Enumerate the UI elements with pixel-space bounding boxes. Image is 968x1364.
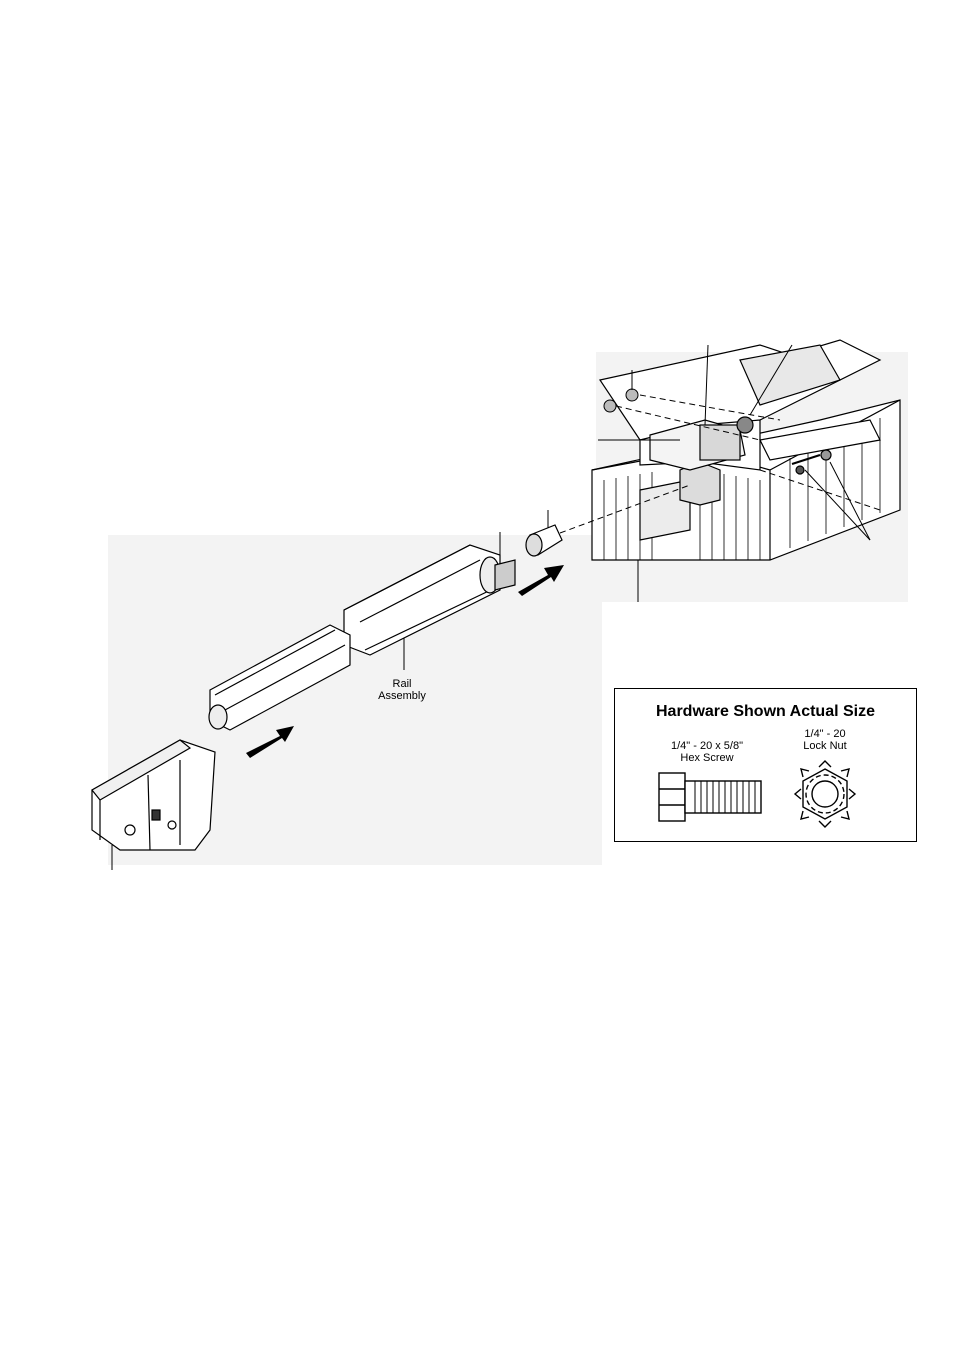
lock-nut-part-2 [604,400,616,412]
rail-assembly-label-line2: Assembly [372,690,432,702]
lock-nut-part-1 [626,389,638,401]
hardware-drawings [615,689,918,843]
rail-assembly-label: Rail Assembly [372,678,432,702]
rail-assembly-label-line1: Rail [372,678,432,690]
hex-screw-icon [659,773,761,821]
hardware-box: Hardware Shown Actual Size 1/4" - 20 x 5… [614,688,917,842]
lock-nut-icon [795,761,855,827]
